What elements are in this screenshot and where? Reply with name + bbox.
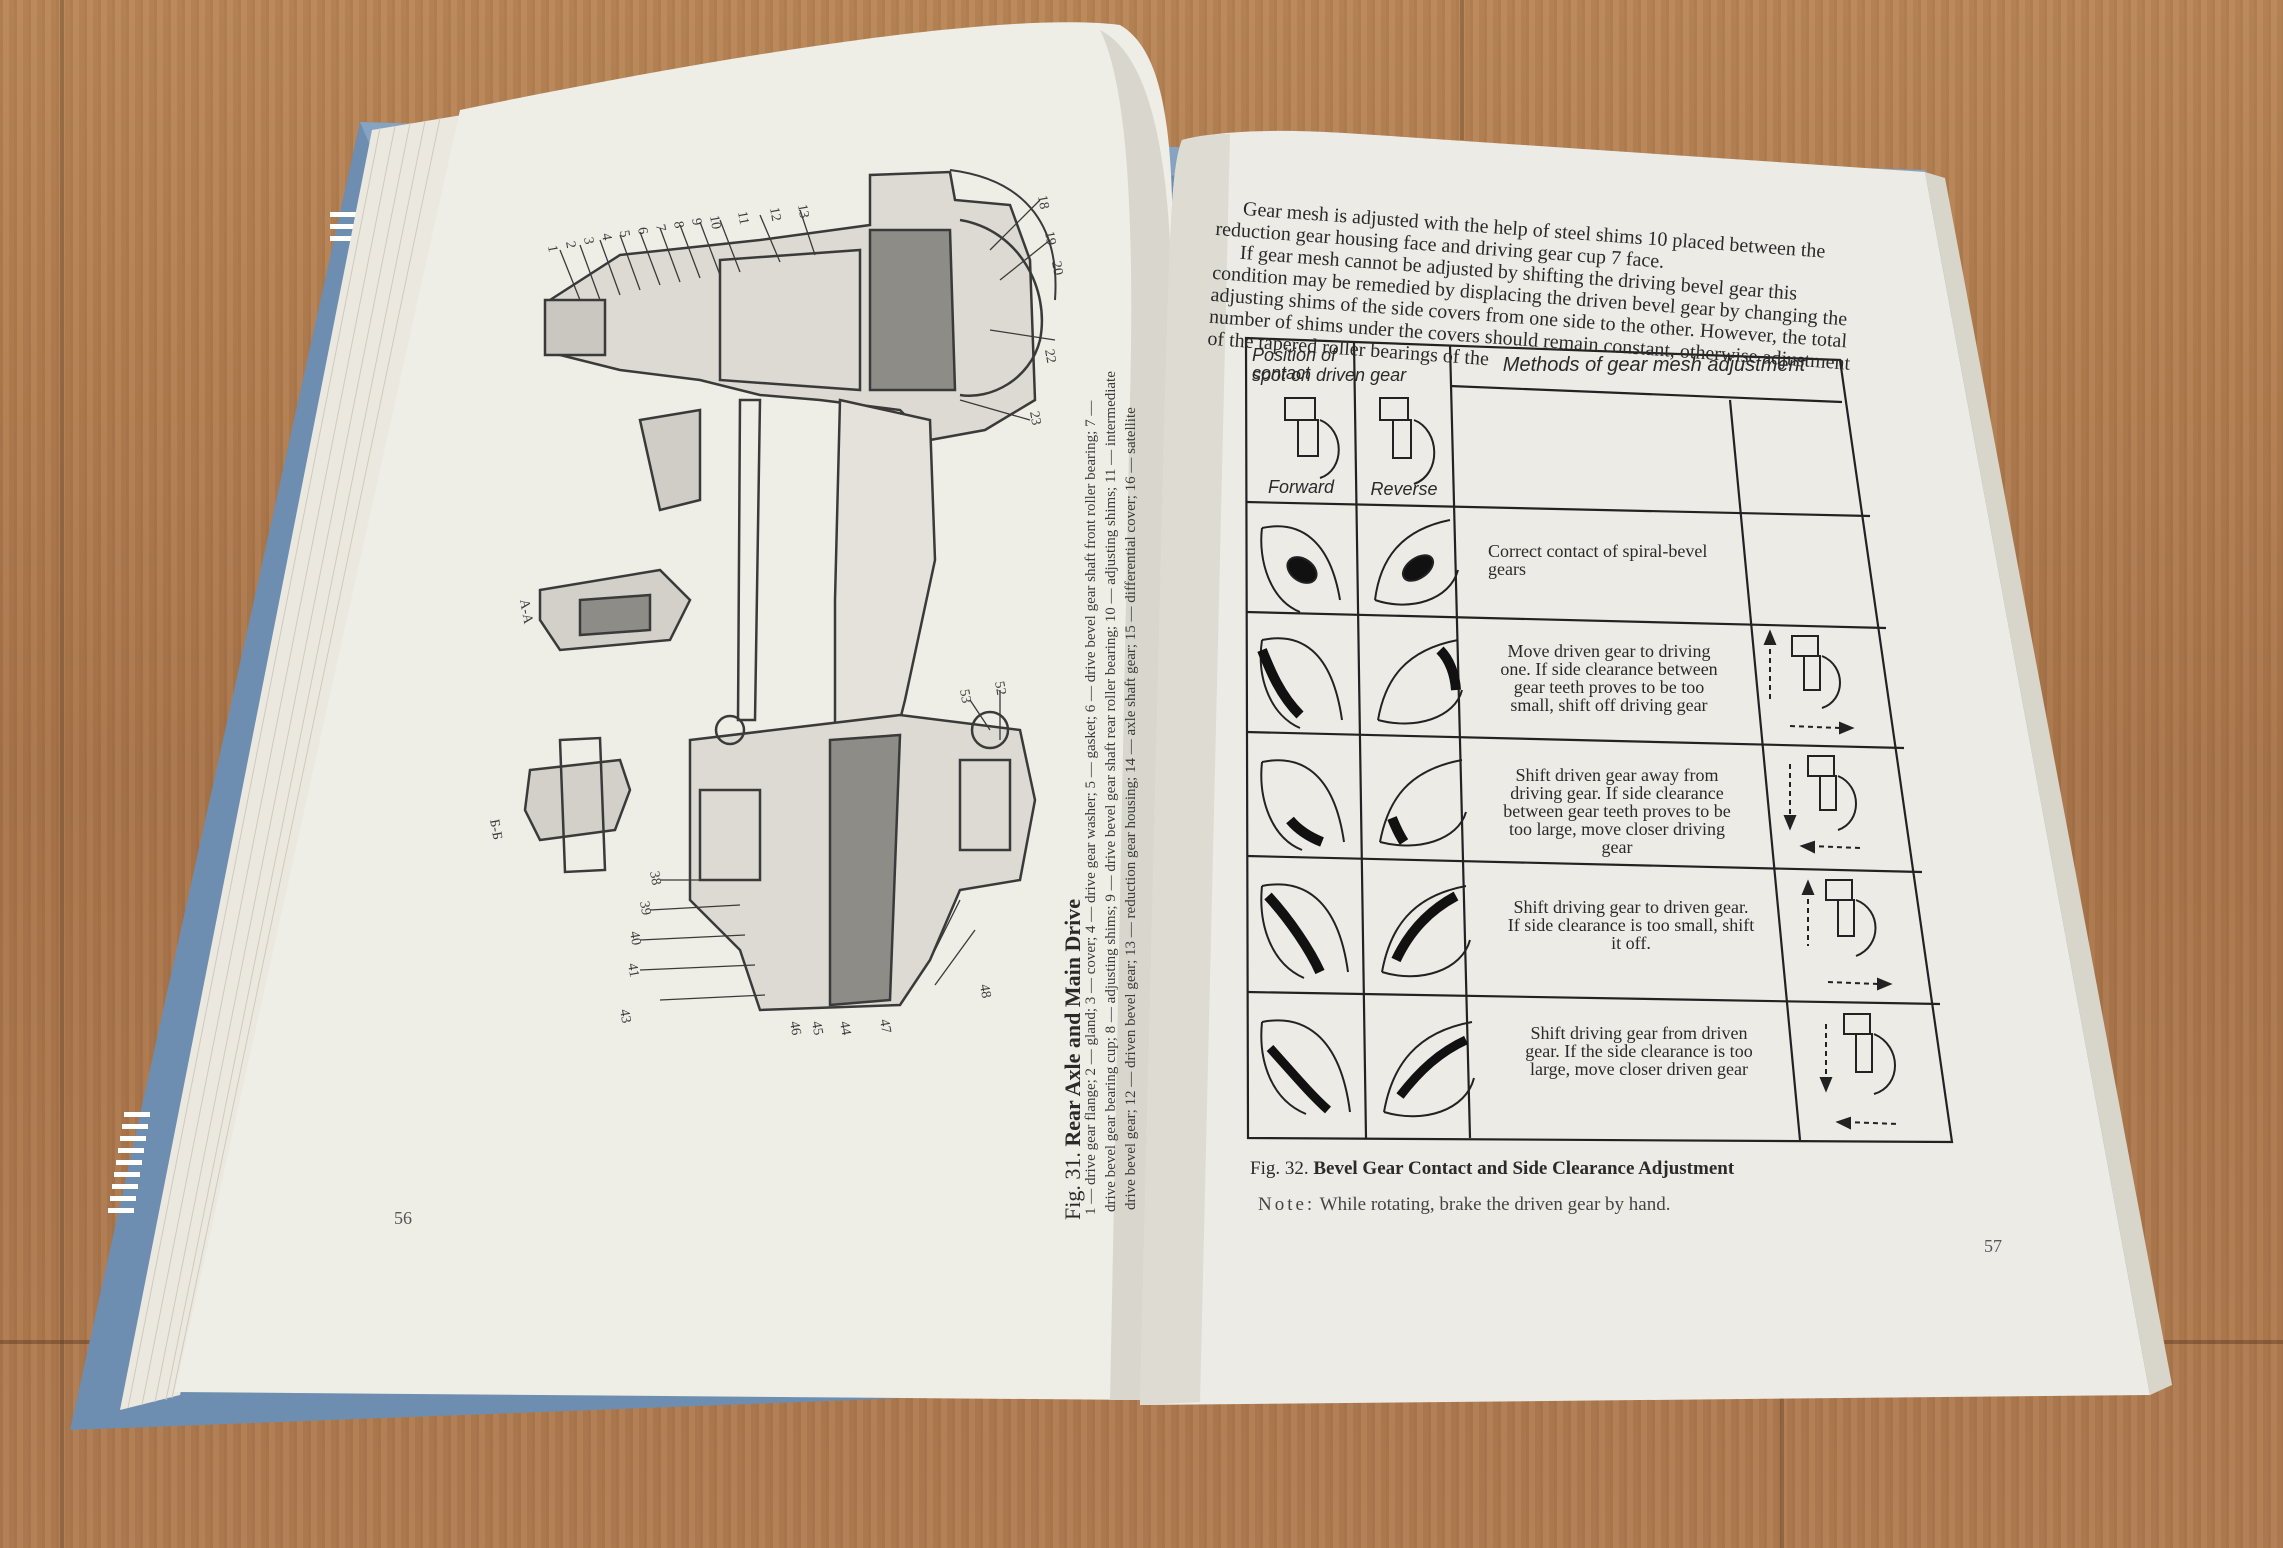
svg-text:3: 3 bbox=[580, 236, 596, 245]
contact-spot-sketches bbox=[1257, 519, 1475, 1118]
svg-text:53: 53 bbox=[956, 688, 973, 704]
drawing-callouts: 1 2 3 4 5 6 7 8 9 10 11 12 13 18 19 20 2… bbox=[486, 194, 1065, 1036]
row-2-method: Move driven gear to driving one. If side… bbox=[1500, 641, 1718, 715]
note-label: Note: bbox=[1258, 1194, 1316, 1215]
header-methods: Methods of gear mesh adjustment bbox=[1502, 354, 1806, 376]
svg-text:47: 47 bbox=[876, 1018, 893, 1034]
header-position-line1: Position of contact bbox=[1252, 345, 1337, 383]
left-page-number: 56 bbox=[394, 1208, 412, 1228]
gear-mesh-table: Position of contact spot on driven gear … bbox=[1244, 336, 1952, 1148]
svg-text:10: 10 bbox=[706, 214, 723, 230]
fig31-legend-line: drive bevel gear bearing cup; 8 — adjust… bbox=[1103, 371, 1119, 1212]
svg-text:45: 45 bbox=[808, 1020, 825, 1036]
svg-text:11: 11 bbox=[734, 210, 751, 226]
note-line: Note: While rotating, brake the driven g… bbox=[1258, 1194, 1670, 1216]
subheader-reverse: Reverse bbox=[1370, 479, 1438, 499]
floor-seam bbox=[1460, 0, 1464, 140]
right-page-number: 57 bbox=[1984, 1236, 2002, 1256]
fig32-title: Bevel Gear Contact and Side Clearance Ad… bbox=[1313, 1158, 1735, 1179]
note-text: While rotating, brake the driven gear by… bbox=[1319, 1194, 1671, 1215]
svg-text:38: 38 bbox=[646, 870, 663, 886]
svg-text:22: 22 bbox=[1041, 348, 1058, 364]
row-4-method: Shift driving gear to driven gear. If si… bbox=[1507, 897, 1755, 953]
subheader-forward: Forward bbox=[1267, 477, 1334, 497]
cover-stripes bbox=[108, 212, 360, 1213]
right-page-gutter-shade bbox=[1140, 134, 1230, 1405]
fig32-label: Fig. 32. bbox=[1250, 1158, 1309, 1179]
svg-text:52: 52 bbox=[991, 680, 1008, 696]
svg-text:19: 19 bbox=[1041, 230, 1058, 246]
svg-text:20: 20 bbox=[1048, 260, 1065, 276]
svg-text:40: 40 bbox=[626, 930, 643, 946]
page-edges-right bbox=[1925, 172, 2172, 1395]
floor-seam bbox=[60, 0, 64, 1548]
rear-axle-drawing bbox=[523, 169, 1057, 1012]
svg-text:44: 44 bbox=[836, 1020, 853, 1036]
floor-seam bbox=[1780, 1380, 1784, 1548]
svg-text:43: 43 bbox=[616, 1008, 633, 1024]
svg-text:18: 18 bbox=[1034, 194, 1051, 210]
svg-text:7: 7 bbox=[652, 223, 668, 232]
svg-text:9: 9 bbox=[688, 217, 704, 226]
adjustment-sketches bbox=[1763, 629, 1899, 1130]
header-gear-sketch bbox=[1284, 397, 1436, 485]
header-position-line2: spot on driven gear bbox=[1252, 365, 1407, 385]
svg-text:23: 23 bbox=[1026, 410, 1043, 426]
left-page-gutter-shade bbox=[1100, 30, 1172, 1400]
svg-text:13: 13 bbox=[794, 203, 811, 219]
row-3-method: Shift driven gear away from driving gear… bbox=[1503, 765, 1731, 857]
svg-text:41: 41 bbox=[624, 962, 641, 978]
gear-table-grid bbox=[1244, 336, 1954, 1144]
fig32-caption: Fig. 32. Bevel Gear Contact and Side Cle… bbox=[1250, 1158, 1734, 1180]
fig31-legend-line: 1 — drive gear flange; 2 — gland; 3 — co… bbox=[1083, 400, 1099, 1215]
svg-text:48: 48 bbox=[976, 983, 993, 999]
row-5-method: Shift driving gear from driven gear. If … bbox=[1525, 1023, 1753, 1079]
svg-text:4: 4 bbox=[598, 232, 614, 241]
svg-text:2: 2 bbox=[562, 240, 578, 249]
fig31-legend-line: drive bevel gear; 12 — driven bevel gear… bbox=[1123, 407, 1139, 1210]
svg-text:12: 12 bbox=[766, 206, 783, 222]
svg-text:46: 46 bbox=[786, 1020, 803, 1036]
svg-text:1: 1 bbox=[544, 244, 560, 253]
svg-text:8: 8 bbox=[670, 220, 686, 229]
svg-text:A-A: A-A bbox=[516, 598, 535, 626]
svg-text:39: 39 bbox=[636, 900, 653, 916]
row-1-method: Correct contact of spiral-bevel gears bbox=[1488, 541, 1708, 579]
svg-text:6: 6 bbox=[634, 226, 650, 235]
svg-text:Б-Б: Б-Б bbox=[486, 818, 504, 841]
svg-text:5: 5 bbox=[616, 229, 632, 238]
page-edge-lines bbox=[127, 117, 441, 1409]
